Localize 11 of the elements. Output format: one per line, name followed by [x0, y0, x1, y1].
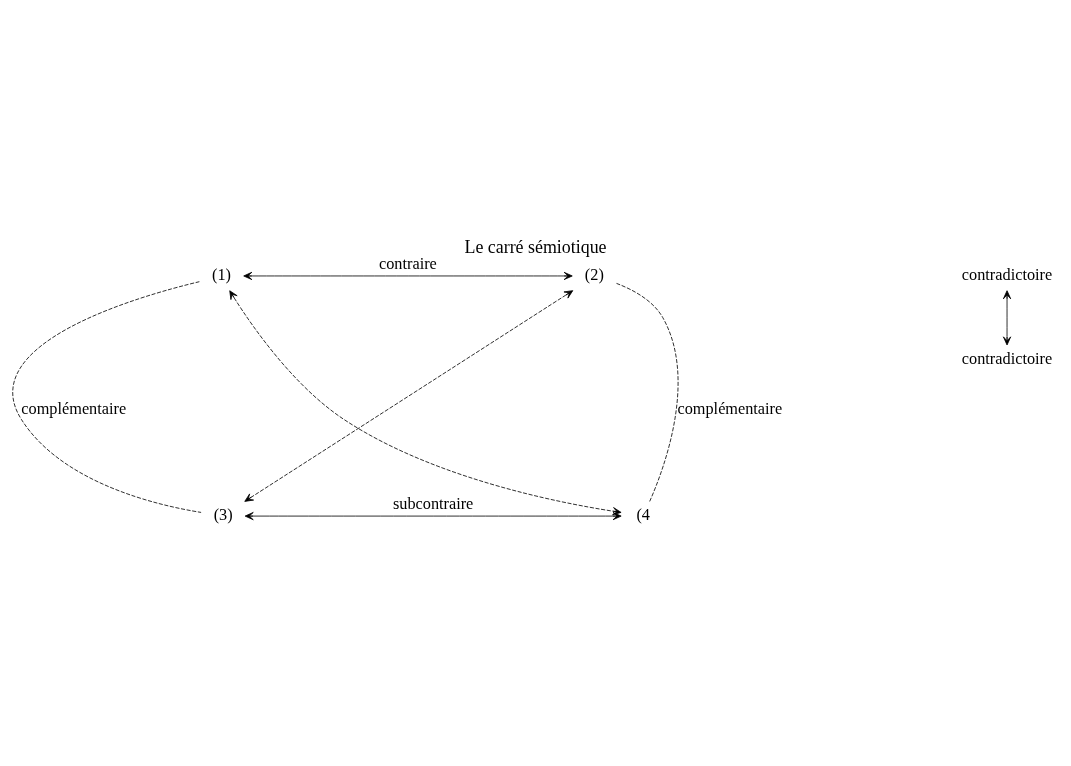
diagram-title: Le carré sémiotique: [464, 236, 607, 257]
node-text: contradictoire: [961, 348, 1053, 368]
edge-label: complémentaire: [21, 399, 127, 419]
node-text: (1): [212, 265, 231, 285]
node-text: contradictoire: [961, 265, 1053, 285]
node-text: (3): [213, 505, 233, 525]
edge-label: subcontraire: [392, 493, 474, 513]
node-text: (4: [636, 505, 650, 525]
node-text: (2): [584, 265, 604, 285]
edge-label: contraire: [379, 253, 437, 273]
edge-label: complémentaire: [677, 399, 783, 419]
